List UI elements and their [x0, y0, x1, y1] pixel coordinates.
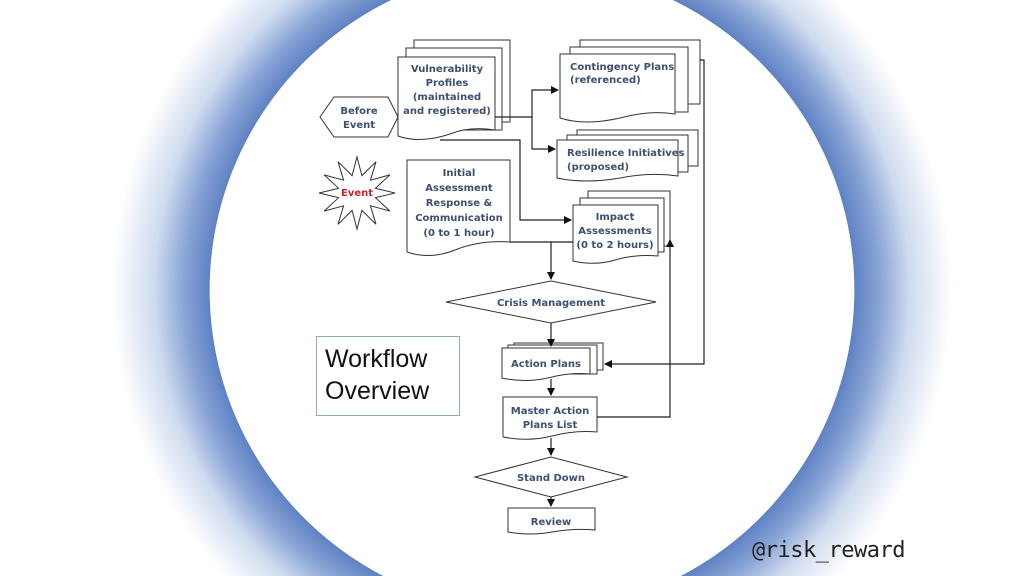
svg-text:Resilience Initiatives(propose: Resilience Initiatives(proposed) — [567, 148, 685, 173]
svg-text:Contingency Plans(referenced): Contingency Plans(referenced) — [570, 62, 674, 86]
connectors — [440, 59, 705, 507]
resilience-initiatives-doc: Resilience Initiatives(proposed) — [556, 129, 699, 182]
event-starburst: Event — [318, 154, 396, 232]
slide-title-line: Workflow — [325, 345, 428, 373]
stand-down-decision: Stand Down — [473, 456, 629, 498]
social-handle: @risk_reward — [752, 538, 905, 563]
svg-text:Stand Down: Stand Down — [517, 473, 585, 484]
slide-title-line: Overview — [325, 377, 430, 405]
contingency-plans-doc: Contingency Plans(referenced) — [559, 39, 701, 123]
svg-text:Event: Event — [341, 188, 373, 199]
svg-text:Crisis Management: Crisis Management — [497, 298, 605, 309]
vp-line: Vulnerability — [411, 64, 484, 75]
slide-title-box: Workflow Overview — [316, 336, 460, 416]
review-doc: Review — [507, 507, 596, 535]
action-plans-doc: Action Plans — [501, 342, 604, 381]
svg-text:Action Plans: Action Plans — [511, 359, 581, 370]
crisis-management-decision: Crisis Management — [445, 280, 657, 324]
svg-text:Review: Review — [531, 517, 571, 528]
